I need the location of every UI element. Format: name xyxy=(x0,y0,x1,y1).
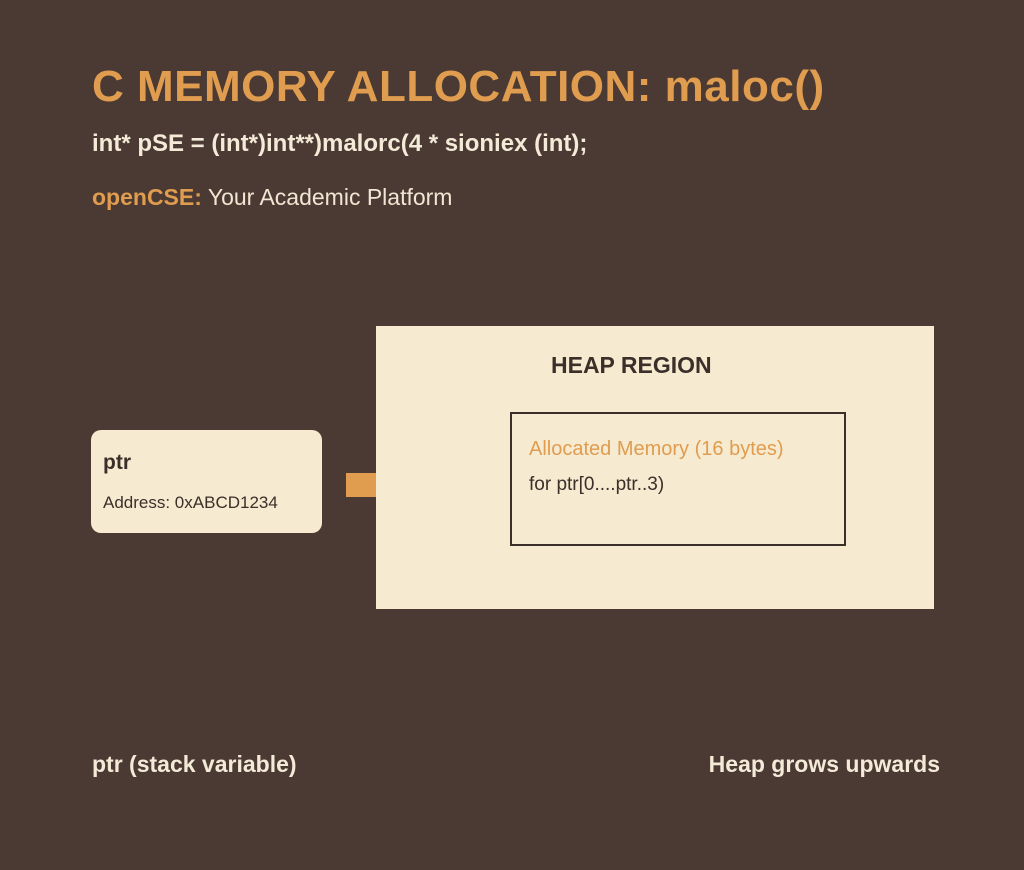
allocated-memory-block: Allocated Memory (16 bytes) for ptr[0...… xyxy=(510,412,846,546)
subtitle: openCSE: Your Academic Platform xyxy=(92,184,452,211)
stack-variable-box: ptr Address: 0xABCD1234 xyxy=(91,430,322,533)
code-line: int* pSE = (int*)int**)malorc(4 * sionie… xyxy=(92,130,588,157)
heap-region: HEAP REGION Allocated Memory (16 bytes) … xyxy=(376,326,934,609)
tagline: Your Academic Platform xyxy=(201,184,453,210)
heap-caption: Heap grows upwards xyxy=(708,751,940,777)
heap-region-title: HEAP REGION xyxy=(551,352,712,378)
allocated-memory-range: for ptr[0....ptr..3) xyxy=(529,474,665,495)
brand-name: openCSE: xyxy=(92,184,202,210)
page-title: C MEMORY ALLOCATION: maloc() xyxy=(92,62,825,111)
stack-variable-address: Address: 0xABCD1234 xyxy=(103,493,278,512)
stack-variable-name: ptr xyxy=(103,451,131,474)
stack-caption: ptr (stack variable) xyxy=(92,751,297,777)
allocated-memory-title: Allocated Memory (16 bytes) xyxy=(529,438,784,460)
